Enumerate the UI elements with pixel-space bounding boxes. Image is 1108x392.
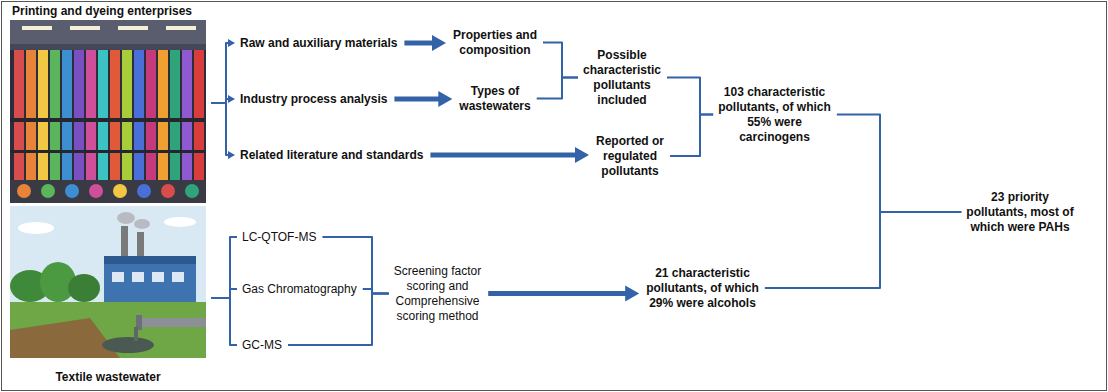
input-item: Related literature and standards (240, 148, 440, 163)
arrow-head (228, 95, 235, 103)
bracket-connector (211, 237, 237, 298)
bracket-connector (537, 78, 578, 99)
textile-mill-photo (10, 20, 206, 203)
method-item: Gas Chromatography (242, 282, 392, 297)
bracket-line (670, 115, 713, 157)
node-text: Screening factor scoring and Comprehensi… (380, 264, 495, 324)
bracket-line (211, 237, 237, 298)
arrow-head (432, 35, 446, 51)
node-text: Printing and dyeing enterprises (12, 4, 192, 19)
flow-arrow (394, 91, 452, 107)
bracket-connector (543, 43, 578, 78)
bracket-connector (670, 115, 713, 157)
node-text: Types of wastewaters (445, 84, 545, 114)
bracket-line (211, 43, 229, 103)
node-text: Textile wastewater (55, 370, 160, 385)
bracket-line (765, 212, 962, 288)
node-text: Reported or regulated pollutants (575, 134, 685, 179)
arrow-shaft (430, 153, 576, 158)
flow-arrow (488, 286, 639, 302)
arrow-shaft (404, 41, 433, 46)
arrow-head (228, 39, 235, 47)
arrow-head (228, 151, 235, 159)
node-text: 21 characteristic pollutants, of which 2… (640, 266, 765, 311)
bracket-line (837, 115, 962, 213)
source-panel: Textile wastewater (8, 206, 208, 390)
pollutant-summary: 103 characteristic pollutants, of which … (712, 85, 837, 145)
flow-arrow (430, 147, 589, 163)
node-text: GC-MS (242, 338, 392, 353)
node-text: Industry process analysis (240, 92, 440, 107)
result-item: Properties and composition (440, 28, 550, 58)
bracket-line (211, 289, 237, 298)
bracket-connector (288, 294, 389, 346)
factory-wastewater-picture (10, 206, 206, 358)
node-text: Possible characteristic pollutants inclu… (572, 48, 672, 108)
bracket-connector (211, 39, 235, 103)
node-text: Properties and composition (440, 28, 550, 58)
input-item: Raw and auxiliary materials (240, 36, 440, 51)
bracket-line (537, 78, 578, 99)
node-text: Gas Chromatography (242, 282, 392, 297)
flow-arrow (404, 35, 446, 51)
arrow-head (438, 91, 452, 107)
result-item: Types of wastewaters (445, 84, 545, 114)
arrow-head (625, 286, 639, 302)
priority-result: 23 priority pollutants, most of which we… (960, 190, 1080, 235)
node-text: Raw and auxiliary materials (240, 36, 440, 51)
node-text: LC-QTOF-MS (242, 230, 392, 245)
source-panel: Printing and dyeing enterprises (8, 2, 208, 204)
pollutant-group: Reported or regulated pollutants (575, 134, 685, 179)
node-text: Related literature and standards (240, 148, 440, 163)
arrow-shaft (488, 291, 626, 296)
bracket-line (211, 103, 229, 155)
bracket-connector (765, 212, 962, 288)
bracket-connector (211, 289, 237, 298)
arrow-head (575, 147, 589, 163)
bracket-line (543, 43, 578, 78)
scoring-method: Screening factor scoring and Comprehensi… (380, 264, 495, 324)
pollutant-group: Possible characteristic pollutants inclu… (572, 48, 672, 108)
pollutant-summary: 21 characteristic pollutants, of which 2… (640, 266, 765, 311)
bracket-line (667, 78, 713, 115)
bracket-connector (837, 115, 962, 213)
method-item: LC-QTOF-MS (242, 230, 392, 245)
method-item: GC-MS (242, 338, 392, 353)
bracket-connector (211, 95, 235, 103)
bracket-line (211, 298, 237, 345)
input-item: Industry process analysis (240, 92, 440, 107)
arrow-shaft (394, 97, 439, 102)
bracket-connector (211, 298, 237, 345)
bracket-connector (211, 103, 235, 159)
node-text: 103 characteristic pollutants, of which … (712, 85, 837, 145)
bracket-line (288, 294, 389, 346)
node-text: 23 priority pollutants, most of which we… (960, 190, 1080, 235)
bracket-connector (667, 78, 713, 115)
